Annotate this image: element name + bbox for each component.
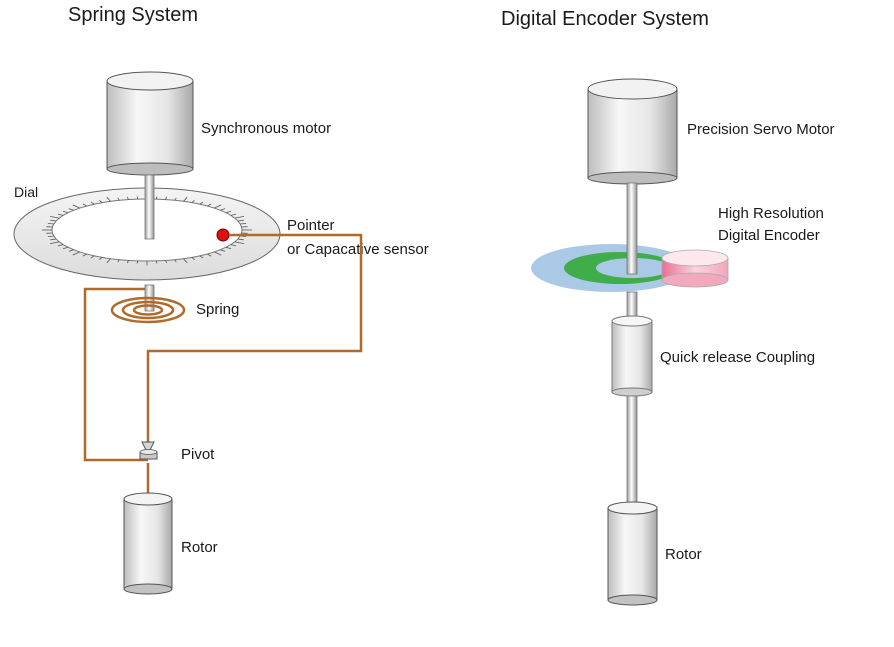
synchronous-motor	[107, 72, 193, 175]
pointer-dot	[217, 229, 229, 241]
spring-system-title: Spring System	[68, 4, 198, 26]
pivot-label: Pivot	[181, 446, 215, 463]
quick-release-coupling	[612, 316, 652, 396]
rotor-left	[124, 493, 172, 594]
servo-shaft	[627, 183, 637, 274]
encoder-label-line1: High Resolution	[718, 205, 824, 222]
pivot	[140, 442, 157, 459]
rotor-right-label: Rotor	[665, 546, 702, 563]
encoder-system-title: Digital Encoder System	[501, 8, 709, 30]
servo-motor	[588, 79, 677, 184]
servo-motor-label: Precision Servo Motor	[687, 121, 835, 138]
dial-label: Dial	[14, 184, 38, 200]
sensor-label: or Capacative sensor	[287, 241, 429, 258]
pointer-label: Pointer	[287, 217, 335, 234]
spring-label: Spring	[196, 301, 239, 318]
rotor-left-label: Rotor	[181, 539, 218, 556]
motor-shaft	[145, 175, 154, 239]
rotor-right	[608, 502, 657, 605]
encoder-read-head	[662, 250, 728, 287]
coupling-label: Quick release Coupling	[660, 349, 815, 366]
motor-label: Synchronous motor	[201, 120, 331, 137]
rotor-shaft	[627, 396, 637, 506]
encoder-label-line2: Digital Encoder	[718, 227, 820, 244]
